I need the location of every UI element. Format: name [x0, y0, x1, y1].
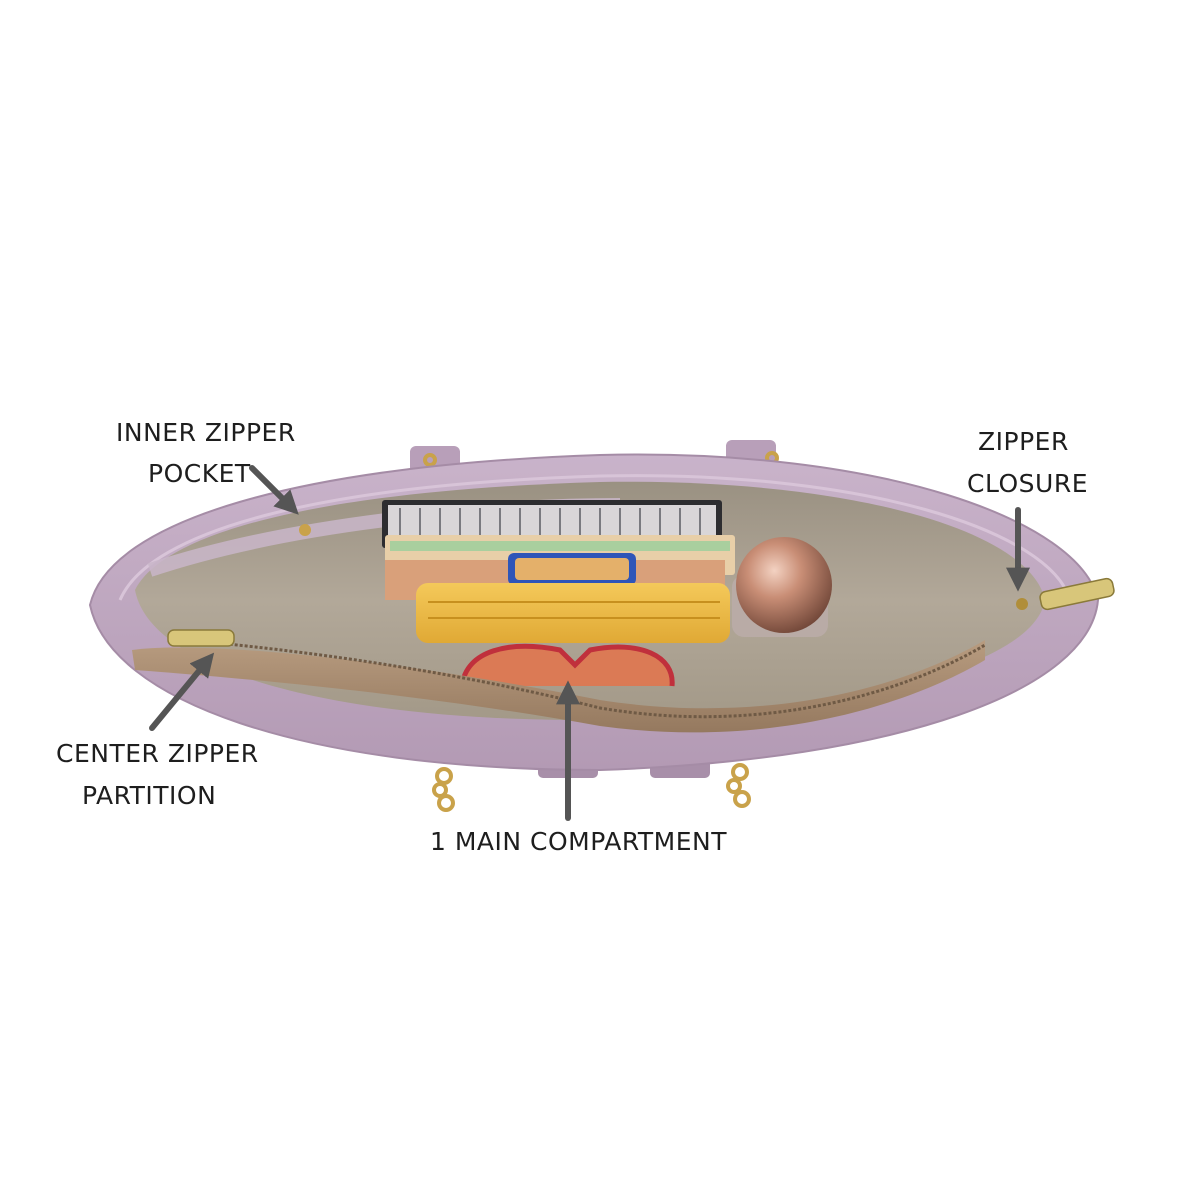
- callout-center-zipper-partition-line2: PARTITION: [82, 781, 217, 810]
- closure-zipper-pull: [1016, 577, 1115, 611]
- copper-bottle: [732, 537, 832, 637]
- sunglasses: [459, 643, 675, 687]
- center-partition: [132, 640, 985, 733]
- callout-center-zipper-partition-line1: CENTER ZIPPER: [56, 739, 259, 768]
- callout-arrows: [149, 465, 1030, 821]
- callout-main-compartment: 1 MAIN COMPARTMENT: [430, 827, 727, 856]
- arrow-inner-pocket: [249, 465, 299, 515]
- partition-zipper-pull: [167, 629, 235, 647]
- callout-zipper-closure-line1: ZIPPER: [978, 427, 1069, 456]
- callout-inner-zipper-pocket-line2: POCKET: [148, 459, 251, 488]
- callout-zipper-closure-line2: CLOSURE: [967, 469, 1089, 498]
- yellow-pouch: [416, 583, 730, 643]
- inner-pocket-rivet: [299, 524, 311, 536]
- callout-inner-zipper-pocket-line1: INNER ZIPPER: [116, 418, 296, 447]
- arrow-center-partition: [149, 652, 215, 731]
- chain-rings: [423, 451, 779, 812]
